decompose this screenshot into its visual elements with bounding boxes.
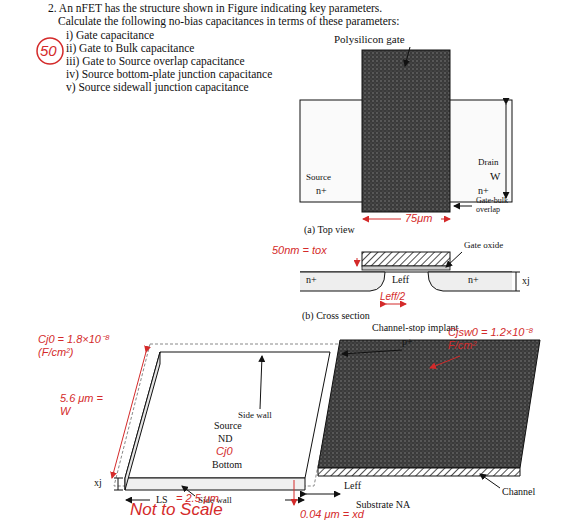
- dimension-label: xj: [522, 275, 530, 287]
- score-mark: 50: [40, 42, 57, 59]
- question-item: i) Gate capacitance: [66, 29, 154, 42]
- part-name: Cj0: [216, 445, 233, 458]
- part-name: Polysilicon gate: [334, 33, 405, 46]
- dimension-label: Substrate NA: [356, 499, 410, 511]
- doping-label: Source: [214, 420, 242, 432]
- region-name: Source: [306, 172, 331, 182]
- score-circle: [37, 38, 63, 64]
- doping-label: Leff: [392, 274, 409, 286]
- part-name: (b) Cross section: [302, 310, 370, 322]
- dimension-label: 75μm: [405, 212, 432, 225]
- label: Not to Scale: [130, 500, 223, 520]
- dimension-label: (a) Top view: [304, 224, 355, 236]
- parameter-value: Cjsw0 = 1.2×10⁻⁸ F/cm²: [448, 326, 558, 351]
- dimension-label: Channel: [502, 486, 535, 498]
- dimension-label: xj: [94, 477, 102, 489]
- parameter-label: ND: [218, 433, 232, 445]
- region-name: Drain: [478, 157, 499, 167]
- dimension-label: Cj0 = 1.8×10⁻⁸ (F/cm²): [38, 333, 138, 358]
- isometric-view: [112, 340, 540, 505]
- doping-label: n+: [316, 185, 327, 197]
- figure-caption: Gate-bulk overlap: [476, 196, 526, 214]
- part-name: 50nm = tox: [272, 244, 327, 257]
- problem-text: 2. An nFET has the structure shown in Fi…: [48, 2, 382, 15]
- doping-label: Gate oxide: [464, 240, 503, 250]
- problem-text: Calculate the following no-bias capacita…: [58, 15, 399, 28]
- question-item: v) Source sidewall junction capacitance: [66, 81, 249, 94]
- dimension-label: n+: [468, 274, 479, 286]
- top-view: [300, 47, 512, 219]
- parameter-value: p+: [402, 336, 413, 348]
- figure-caption: Leff/2: [380, 291, 405, 303]
- question-item: ii) Gate to Bulk capacitance: [66, 42, 194, 55]
- part-name: Bottom: [212, 459, 242, 471]
- region-name: Leff: [344, 480, 361, 492]
- doping-label: Channel-stop implant: [372, 322, 458, 334]
- part-name: n+: [478, 185, 489, 197]
- dimension-label: W: [490, 170, 500, 183]
- region-name: Side wall: [238, 410, 272, 420]
- dimension-label: n+: [306, 274, 317, 286]
- cross-section: [300, 252, 520, 304]
- part-name: 5.6 μm = W: [60, 392, 108, 417]
- question-item: iv) Source bottom-plate junction capacit…: [66, 68, 272, 81]
- question-item: iii) Gate to Source overlap capacitance: [66, 55, 244, 68]
- note: 0.04 μm = xd: [300, 508, 364, 521]
